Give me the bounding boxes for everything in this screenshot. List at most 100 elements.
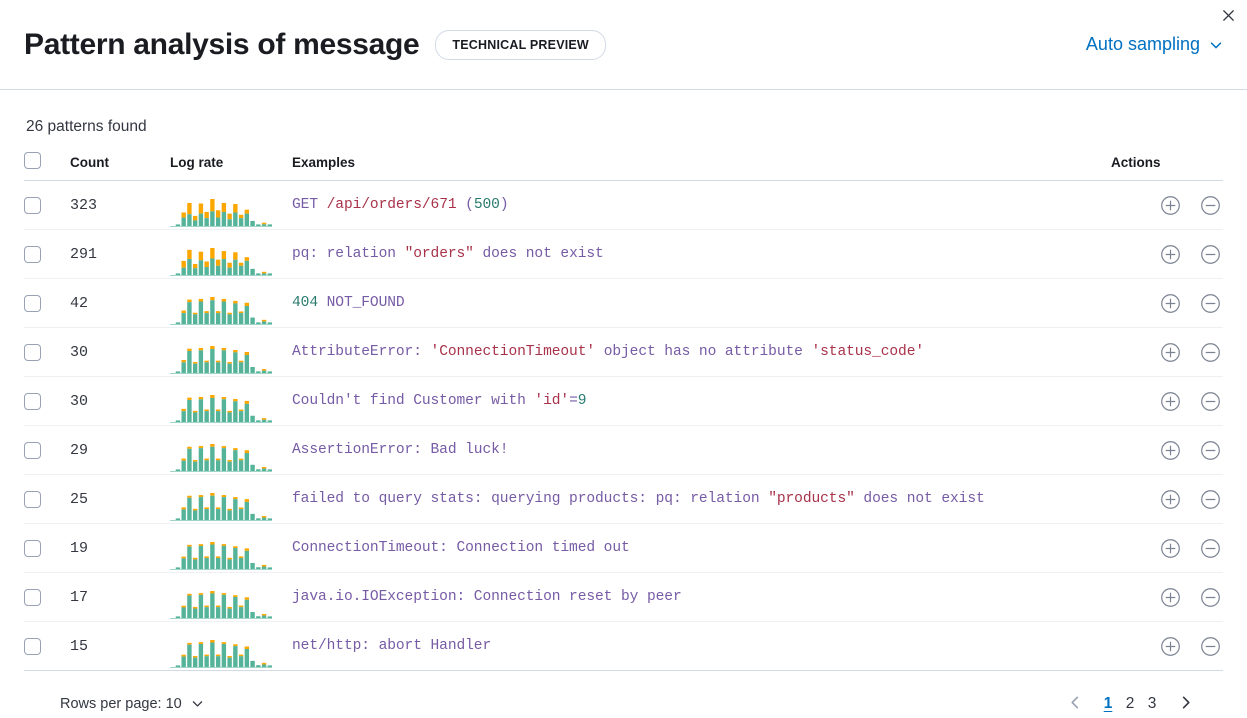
filter-for-value-button[interactable] xyxy=(1157,388,1183,414)
filter-for-value-button[interactable] xyxy=(1157,437,1183,463)
minus-in-circle-icon xyxy=(1200,342,1221,363)
table-header-row: Count Log rate Examples Actions xyxy=(24,152,1223,181)
row-example: net/http: abort Handler xyxy=(292,621,1111,671)
example-token: = xyxy=(569,393,578,409)
example-token: Couldn't find Customer with xyxy=(292,393,535,409)
plus-in-circle-icon xyxy=(1160,636,1181,657)
filter-out-value-button[interactable] xyxy=(1197,584,1223,610)
example-token: 'status_code' xyxy=(811,344,925,360)
filter-for-value-button[interactable] xyxy=(1157,290,1183,316)
table-row[interactable]: 291 pq: relation "orders" does not exist xyxy=(24,229,1223,279)
filter-for-value-button[interactable] xyxy=(1157,633,1183,659)
row-select-cell xyxy=(24,621,70,671)
pagination-next-button[interactable] xyxy=(1171,690,1199,718)
filter-for-value-button[interactable] xyxy=(1157,339,1183,365)
row-count: 323 xyxy=(70,180,170,230)
plus-in-circle-icon xyxy=(1160,195,1181,216)
row-checkbox[interactable] xyxy=(24,196,41,214)
row-count: 25 xyxy=(70,474,170,524)
column-header-examples[interactable]: Examples xyxy=(292,152,1111,181)
row-count: 30 xyxy=(70,376,170,426)
row-select-cell xyxy=(24,425,70,475)
row-checkbox[interactable] xyxy=(24,490,41,508)
row-checkbox[interactable] xyxy=(24,539,41,557)
rows-per-page-selector[interactable]: Rows per page: 10 xyxy=(48,696,205,712)
filter-out-value-button[interactable] xyxy=(1197,535,1223,561)
filter-out-value-button[interactable] xyxy=(1197,633,1223,659)
filter-for-value-button[interactable] xyxy=(1157,535,1183,561)
row-log-rate-cell xyxy=(170,180,292,230)
row-checkbox[interactable] xyxy=(24,392,41,410)
plus-in-circle-icon xyxy=(1160,489,1181,510)
pagination-previous-button[interactable] xyxy=(1061,690,1089,718)
row-count: 29 xyxy=(70,425,170,475)
row-select-cell xyxy=(24,327,70,377)
row-log-rate-cell xyxy=(170,523,292,573)
example-token: net/http: abort Handler xyxy=(292,638,492,654)
select-all-checkbox[interactable] xyxy=(24,152,41,169)
minus-in-circle-icon xyxy=(1200,440,1221,461)
auto-sampling-button[interactable]: Auto sampling xyxy=(1086,34,1223,55)
close-button[interactable] xyxy=(1214,3,1242,31)
row-checkbox[interactable] xyxy=(24,588,41,606)
row-checkbox[interactable] xyxy=(24,441,41,459)
row-example: java.io.IOException: Connection reset by… xyxy=(292,572,1111,622)
row-checkbox[interactable] xyxy=(24,245,41,263)
row-actions xyxy=(1111,180,1223,230)
minus-in-circle-icon xyxy=(1200,538,1221,559)
log-rate-sparkline xyxy=(170,328,292,376)
row-checkbox[interactable] xyxy=(24,294,41,312)
row-actions xyxy=(1111,621,1223,671)
chevron-down-icon xyxy=(1209,38,1223,52)
row-count: 291 xyxy=(70,229,170,279)
panel-header: Pattern analysis of message TECHNICAL PR… xyxy=(0,0,1247,90)
filter-out-value-button[interactable] xyxy=(1197,290,1223,316)
example-token: does not exist xyxy=(854,491,985,507)
log-rate-sparkline xyxy=(170,475,292,523)
example-token: 'id' xyxy=(534,393,570,409)
row-select-cell xyxy=(24,523,70,573)
minus-in-circle-icon xyxy=(1200,195,1221,216)
pagination-page-1[interactable]: 1 xyxy=(1097,691,1119,717)
filter-out-value-button[interactable] xyxy=(1197,388,1223,414)
rows-per-page-label: Rows per page: 10 xyxy=(60,696,182,712)
chevron-down-icon xyxy=(191,697,205,711)
patterns-found-count: 26 patterns found xyxy=(26,118,147,135)
pagination-page-3[interactable]: 3 xyxy=(1141,691,1163,717)
filter-out-value-button[interactable] xyxy=(1197,437,1223,463)
pagination-page-2[interactable]: 2 xyxy=(1119,691,1141,717)
row-actions xyxy=(1111,425,1223,475)
row-log-rate-cell xyxy=(170,572,292,622)
row-checkbox[interactable] xyxy=(24,343,41,361)
row-actions xyxy=(1111,278,1223,328)
chevron-right-icon xyxy=(1178,695,1193,713)
column-header-actions: Actions xyxy=(1111,152,1223,181)
row-checkbox[interactable] xyxy=(24,637,41,655)
row-select-cell xyxy=(24,474,70,524)
filter-for-value-button[interactable] xyxy=(1157,192,1183,218)
filter-for-value-button[interactable] xyxy=(1157,241,1183,267)
column-header-count[interactable]: Count xyxy=(70,152,170,181)
filter-for-value-button[interactable] xyxy=(1157,584,1183,610)
select-all-header xyxy=(24,152,70,181)
filter-out-value-button[interactable] xyxy=(1197,339,1223,365)
row-example: pq: relation "orders" does not exist xyxy=(292,229,1111,279)
column-header-log-rate[interactable]: Log rate xyxy=(170,152,292,181)
status-badge: TECHNICAL PREVIEW xyxy=(435,29,606,60)
filter-for-value-button[interactable] xyxy=(1157,486,1183,512)
filter-out-value-button[interactable] xyxy=(1197,486,1223,512)
filter-out-value-button[interactable] xyxy=(1197,192,1223,218)
filter-out-value-button[interactable] xyxy=(1197,241,1223,267)
